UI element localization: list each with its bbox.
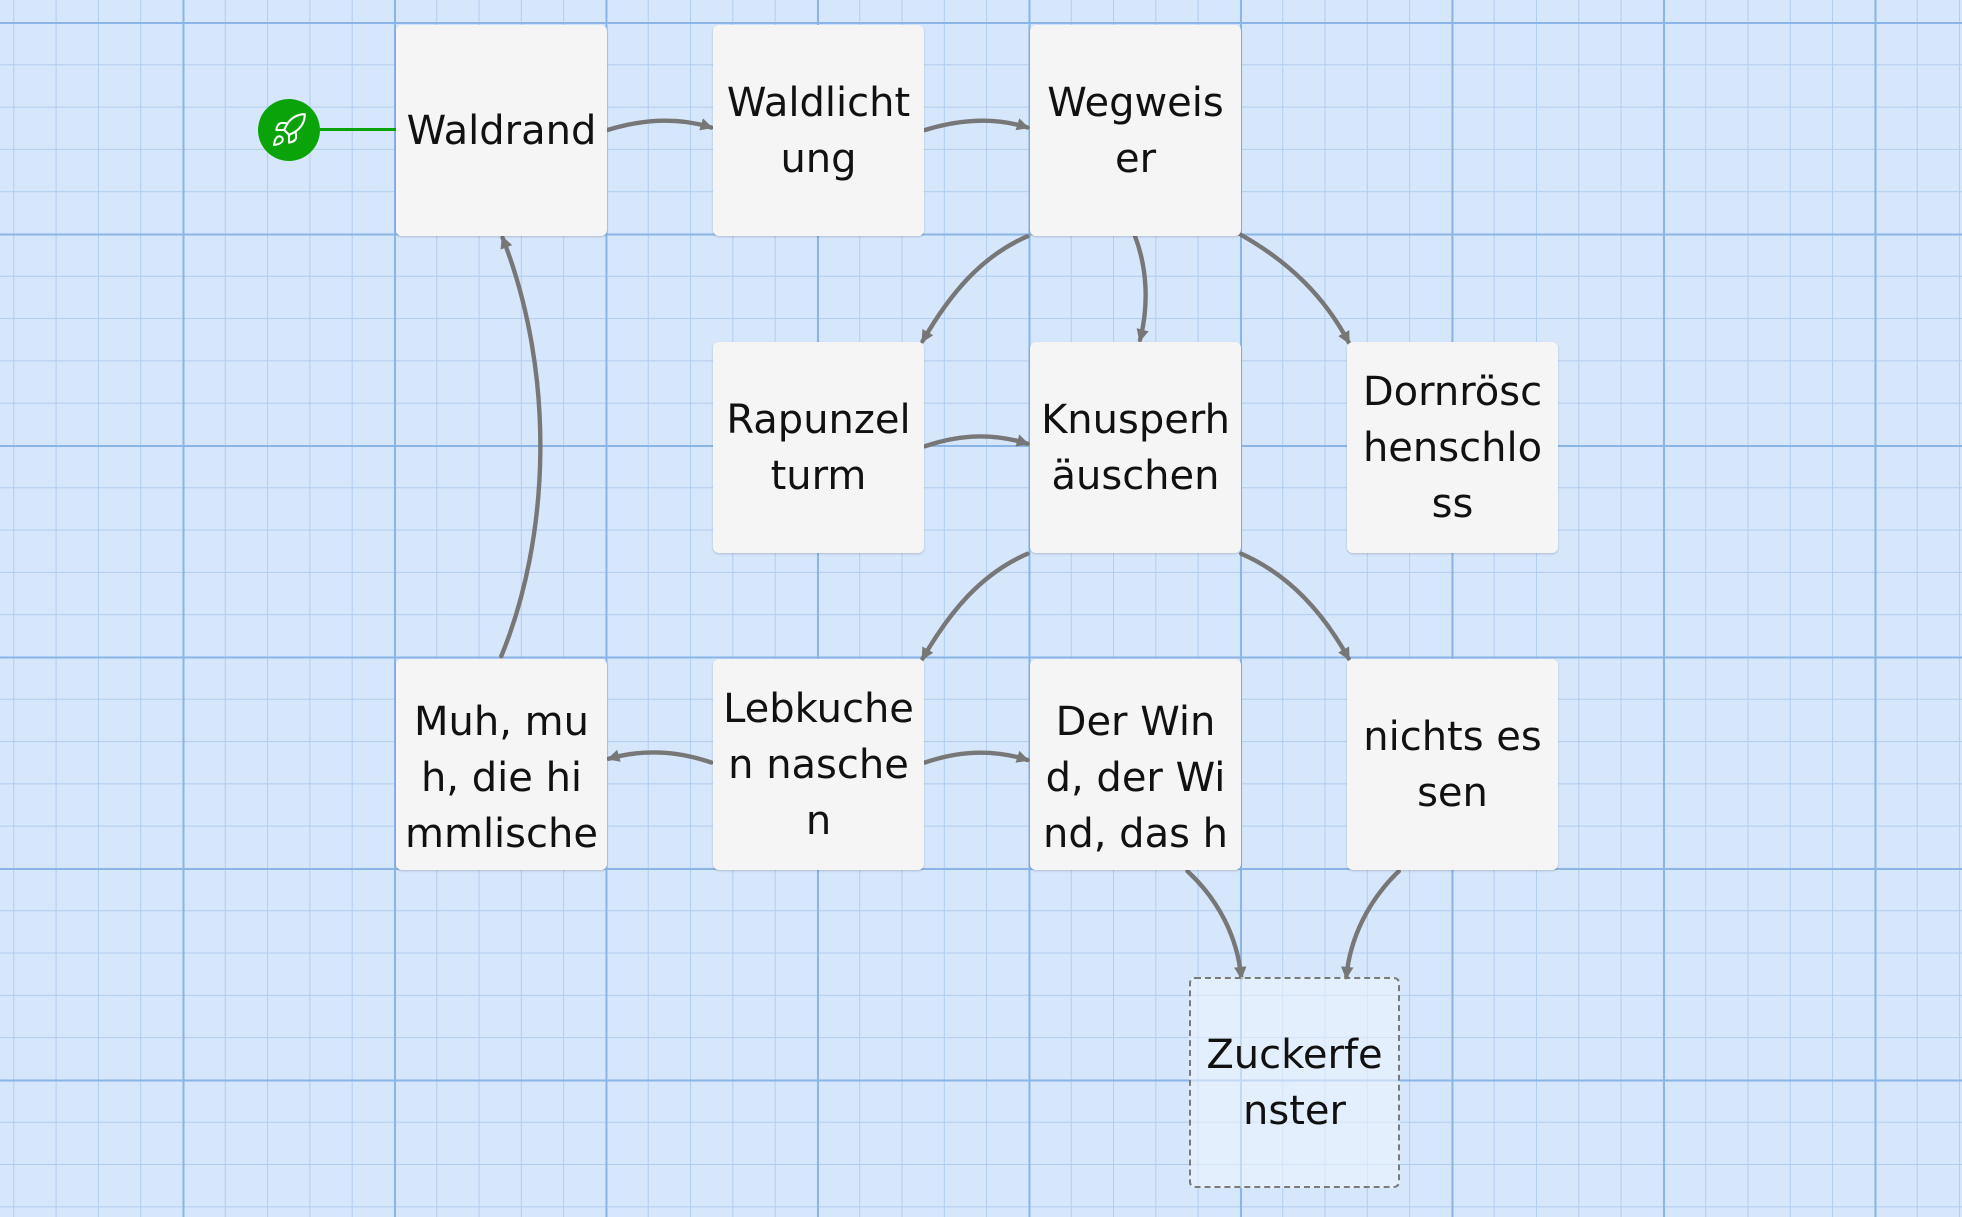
start-node[interactable] <box>258 99 320 161</box>
edge-nichts-zuckerfenster[interactable] <box>1341 869 1401 980</box>
edge-wegweiser-dornroeschenschloss[interactable] <box>1228 224 1351 345</box>
node-waldrand[interactable]: Waldrand <box>396 25 607 236</box>
node-knusperhaeuschen[interactable]: Knusperhäuschen <box>1030 342 1241 553</box>
edge-wegweiser-knusperhaeuschen[interactable] <box>1132 234 1149 343</box>
node-lebkuchen[interactable]: Lebkuchen naschen <box>713 659 924 870</box>
node-label: Muh, muh, die himmlische Kuh! <box>405 698 598 871</box>
edge-muh-waldrand[interactable] <box>499 235 543 659</box>
node-label: Waldlichtung <box>726 79 911 182</box>
edge-waldlichtung-wegweiser[interactable] <box>922 118 1030 133</box>
edge-knusperhaeuschen-nichts[interactable] <box>1239 551 1351 661</box>
node-wegweiser[interactable]: Wegweiser <box>1030 25 1241 236</box>
node-rapunzelturm[interactable]: Rapunzelturm <box>713 342 924 553</box>
node-label: nichts essen <box>1363 713 1542 816</box>
start-connector <box>320 128 396 131</box>
node-label: Lebkuchen naschen <box>723 685 914 844</box>
edge-wind-zuckerfenster[interactable] <box>1185 869 1247 980</box>
node-label: Rapunzelturm <box>726 396 911 499</box>
node-label: Zuckerfenster <box>1206 1031 1383 1134</box>
node-label: Waldrand <box>406 107 597 154</box>
edge-lebkuchen-wind[interactable] <box>922 750 1030 765</box>
node-dornroeschenschloss[interactable]: Dornröschenschloss <box>1347 342 1558 553</box>
node-label: Knusperhäuschen <box>1041 396 1230 499</box>
node-label: Der Wind, der Wind, das himmlische Kind <box>1043 698 1228 871</box>
node-zuckerfenster[interactable]: Zuckerfenster <box>1189 977 1400 1188</box>
node-label: Wegweiser <box>1047 79 1224 182</box>
edge-lebkuchen-muh[interactable] <box>606 749 714 765</box>
edge-waldrand-waldlichtung[interactable] <box>605 118 714 133</box>
node-label: Dornröschenschloss <box>1362 368 1543 527</box>
rocket-icon <box>270 111 308 149</box>
edge-knusperhaeuschen-lebkuchen[interactable] <box>920 551 1030 661</box>
edge-wegweiser-rapunzelturm[interactable] <box>920 234 1030 344</box>
node-waldlichtung[interactable]: Waldlichtung <box>713 25 924 236</box>
node-muh[interactable]: Muh, muh, die himmlische Kuh! <box>396 659 607 870</box>
node-nichts[interactable]: nichts essen <box>1347 659 1558 870</box>
edge-rapunzelturm-knusperhaeuschen[interactable] <box>922 434 1030 449</box>
node-wind[interactable]: Der Wind, der Wind, das himmlische Kind <box>1030 659 1241 870</box>
